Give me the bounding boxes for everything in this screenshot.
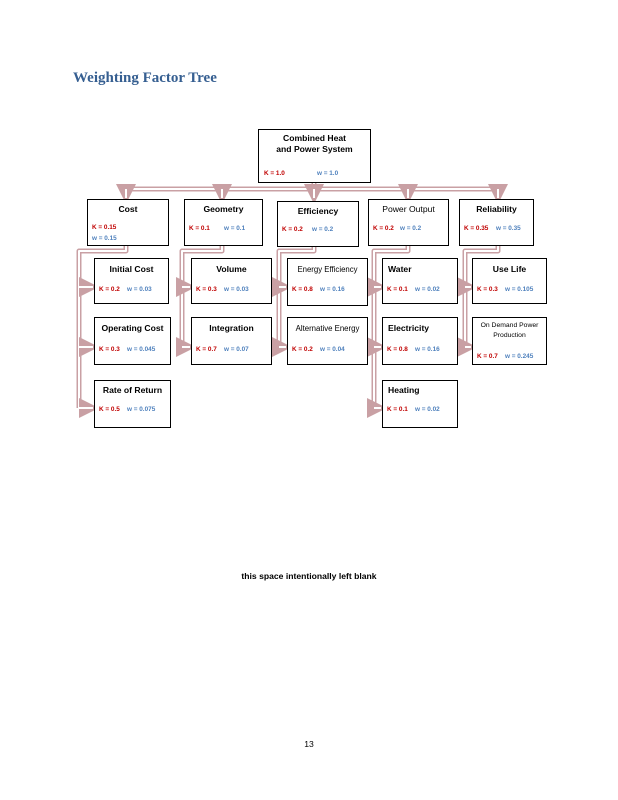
category-node-w: w = 0.35 — [496, 225, 521, 232]
leaf-node-volume: Volume K = 0.3 w = 0.03 — [191, 258, 272, 304]
leaf-node-k: K = 0.2 — [99, 286, 120, 293]
category-node-title: Efficiency — [297, 206, 339, 216]
leaf-node-electricity: Electricity K = 0.8 w = 0.16 — [382, 317, 458, 365]
leaf-node-title: Use Life — [492, 264, 527, 274]
leaf-node-k: K = 0.7 — [196, 346, 217, 353]
leaf-node-w: w = 0.045 — [127, 346, 156, 353]
category-node-k: K = 0.35 — [464, 225, 489, 232]
category-node-title: Power Output — [382, 204, 435, 214]
root-node: Combined Heat and Power System K = 1.0 w… — [258, 129, 371, 183]
category-node-efficiency: Efficiency K = 0.2 w = 0.2 — [277, 201, 359, 247]
page-number: 13 — [304, 739, 314, 749]
category-node-w: w = 0.2 — [400, 225, 422, 232]
leaf-node-alternative-energy: Alternative Energy K = 0.2 w = 0.04 — [287, 317, 368, 365]
leaf-node-w: w = 0.07 — [224, 346, 249, 353]
leaf-node-w: w = 0.105 — [505, 286, 534, 293]
category-node-k: K = 0.2 — [282, 226, 303, 233]
leaf-node-k: K = 0.8 — [292, 286, 313, 293]
leaf-node-k: K = 0.3 — [477, 286, 498, 293]
root-node-title: Combined Heat and Power System — [276, 133, 353, 154]
connector-category-spine-0-highlight — [78, 246, 127, 408]
leaf-node-k: K = 0.1 — [387, 406, 408, 413]
leaf-node-title: Initial Cost — [109, 264, 154, 274]
connector-category-spine-1-highlight — [181, 246, 223, 347]
leaf-node-w: w = 0.02 — [415, 406, 440, 413]
category-node-w: w = 0.1 — [224, 225, 246, 232]
leaf-node-title: Heating — [388, 385, 420, 395]
category-node-reliability: Reliability K = 0.35 w = 0.35 — [459, 199, 534, 246]
leaf-node-rate-of-return: Rate of Return K = 0.5 w = 0.075 — [94, 380, 171, 428]
leaf-node-w: w = 0.03 — [127, 286, 152, 293]
category-node-k: K = 0.2 — [373, 225, 394, 232]
category-node-power-output: Power Output K = 0.2 w = 0.2 — [368, 199, 449, 246]
category-node-cost: Cost K = 0.15 w = 0.15 — [87, 199, 169, 246]
leaf-node-w: w = 0.02 — [415, 286, 440, 293]
leaf-node-w: w = 0.04 — [320, 346, 345, 353]
leaf-node-k: K = 0.3 — [99, 346, 120, 353]
leaf-node-title: Water — [388, 264, 412, 274]
leaf-node-use-life: Use Life K = 0.3 w = 0.105 — [472, 258, 547, 304]
leaf-node-k: K = 0.1 — [387, 286, 408, 293]
leaf-node-integration: Integration K = 0.7 w = 0.07 — [191, 317, 272, 365]
leaf-node-title: On Demand Power Production — [480, 322, 539, 339]
root-node-w: w = 1.0 — [317, 170, 339, 177]
leaf-node-k: K = 0.7 — [477, 353, 498, 360]
leaf-node-initial-cost: Initial Cost K = 0.2 w = 0.03 — [94, 258, 169, 304]
connector-category-spine-4-highlight — [464, 246, 499, 347]
leaf-node-title: Electricity — [388, 323, 430, 333]
connector-category-spine-2-highlight — [278, 247, 315, 347]
leaf-node-on-demand-power-production: On Demand Power Production K = 0.7 w = 0… — [472, 317, 547, 365]
category-node-geometry: Geometry K = 0.1 w = 0.1 — [184, 199, 263, 246]
leaf-node-operating-cost: Operating Cost K = 0.3 w = 0.045 — [94, 317, 171, 365]
leaf-node-title: Energy Efficiency — [297, 265, 358, 274]
category-node-w: w = 0.15 — [92, 235, 117, 242]
category-node-k: K = 0.1 — [189, 225, 210, 232]
category-node-title: Cost — [118, 204, 138, 214]
leaf-node-k: K = 0.2 — [292, 346, 313, 353]
leaf-node-w: w = 0.03 — [224, 286, 249, 293]
leaf-node-energy-efficiency: Energy Efficiency K = 0.8 w = 0.16 — [287, 258, 368, 306]
leaf-node-w: w = 0.16 — [320, 286, 345, 293]
leaf-node-title: Rate of Return — [102, 385, 163, 395]
leaf-node-title: Operating Cost — [101, 323, 164, 333]
leaf-node-w: w = 0.16 — [415, 346, 440, 353]
connector-category-spine-3-highlight — [373, 246, 409, 408]
category-node-k: K = 0.15 — [92, 224, 117, 231]
leaf-node-water: Water K = 0.1 w = 0.02 — [382, 258, 458, 304]
category-node-title: Geometry — [203, 204, 244, 214]
leaf-node-w: w = 0.075 — [127, 406, 156, 413]
leaf-node-k: K = 0.5 — [99, 406, 120, 413]
category-node-title: Reliability — [476, 204, 517, 214]
leaf-node-title: Volume — [216, 264, 247, 274]
category-node-w: w = 0.2 — [312, 226, 334, 233]
page-heading: Weighting Factor Tree — [73, 70, 217, 86]
leaf-node-heating: Heating K = 0.1 w = 0.02 — [382, 380, 458, 428]
leaf-node-k: K = 0.8 — [387, 346, 408, 353]
leaf-node-w: w = 0.245 — [505, 353, 534, 360]
leaf-node-title: Integration — [209, 323, 254, 333]
root-node-k: K = 1.0 — [264, 170, 285, 177]
leaf-node-title: Alternative Energy — [295, 324, 360, 333]
blank-space-note: this space intentionally left blank — [241, 571, 377, 581]
leaf-node-k: K = 0.3 — [196, 286, 217, 293]
